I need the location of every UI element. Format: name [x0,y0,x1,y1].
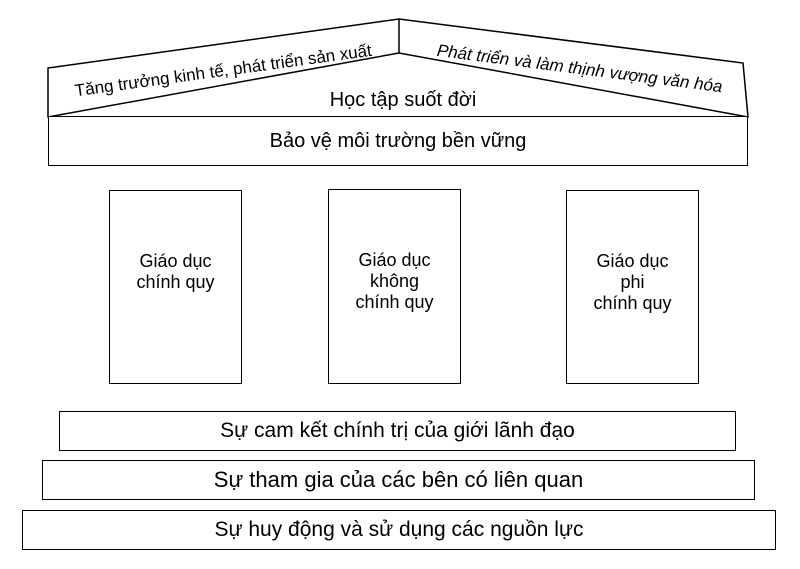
pillar-formal-education: Giáo dục chính quy [109,190,242,384]
foundation-resource-mobilization: Sự huy động và sử dụng các nguồn lực [22,510,776,550]
pillar-line: chính quy [355,292,434,312]
roof-center-text: Học tập suốt đời [330,89,477,111]
pillar-line: chính quy [136,272,215,292]
pillar-line: Giáo dục [139,251,212,271]
foundation-text: Sự cam kết chính trị của giới lãnh đạo [220,419,575,442]
beam-box: Bảo vệ môi trường bền vững [48,116,748,166]
pillar-line: Giáo dục [358,250,431,270]
foundation-text: Sự huy động và sử dụng các nguồn lực [214,518,584,541]
foundation-political-commitment: Sự cam kết chính trị của giới lãnh đạo [59,411,736,451]
foundation-stakeholder-participation: Sự tham gia của các bên có liên quan [42,460,755,500]
beam-text: Bảo vệ môi trường bền vững [269,129,527,152]
pillar-line: phi [620,272,645,292]
pillar-nonformal-education: Giáo dục không chính quy [328,189,461,384]
pillar-line: không [369,271,420,291]
pillar-line: chính quy [593,293,672,313]
pillar-line: Giáo dục [596,251,669,271]
pillar-informal-education: Giáo dục phi chính quy [566,190,699,384]
foundation-text: Sự tham gia của các bên có liên quan [213,467,584,492]
